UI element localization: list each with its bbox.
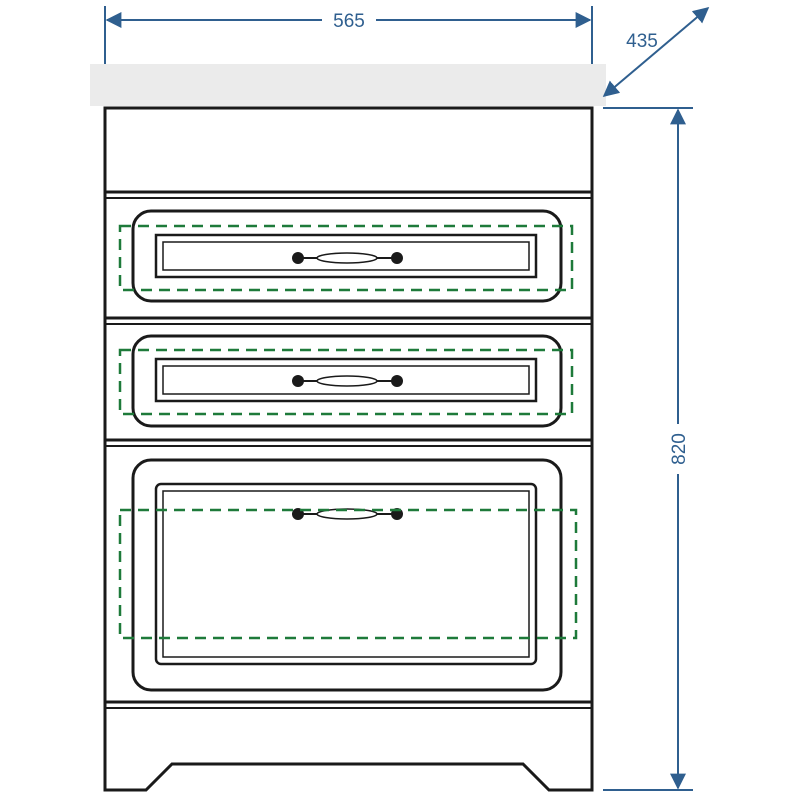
depth-dimension: 435 <box>602 6 710 98</box>
middle-drawer <box>118 334 574 428</box>
top-drawer-panel-inner <box>162 241 530 271</box>
bottom-drawer-front <box>131 458 563 692</box>
middle-drawer-panel-inner <box>162 365 530 395</box>
countertop <box>90 64 606 106</box>
width-label: 565 <box>333 11 365 32</box>
depth-arrow <box>602 6 710 98</box>
top-drawer-handle-icon <box>292 252 403 264</box>
depth-label: 435 <box>626 31 658 52</box>
width-dimension: 565 <box>104 6 593 64</box>
cabinet-body <box>103 106 594 792</box>
bottom-drawer-guide <box>118 508 578 640</box>
middle-drawer-front <box>131 334 563 428</box>
bottom-drawer-panel-inner <box>162 490 530 658</box>
middle-drawer-panel-outer <box>154 357 538 403</box>
height-dimension: 820 <box>603 107 693 791</box>
middle-drawer-guide <box>118 348 574 416</box>
height-label: 820 <box>669 433 690 465</box>
middle-drawer-handle-icon <box>292 375 403 387</box>
top-drawer <box>118 209 574 303</box>
bottom-drawer <box>118 458 578 692</box>
bottom-drawer-panel-outer <box>154 482 538 666</box>
top-drawer-guide <box>118 224 574 292</box>
top-drawer-panel-outer <box>154 233 538 279</box>
top-drawer-front <box>131 209 563 303</box>
